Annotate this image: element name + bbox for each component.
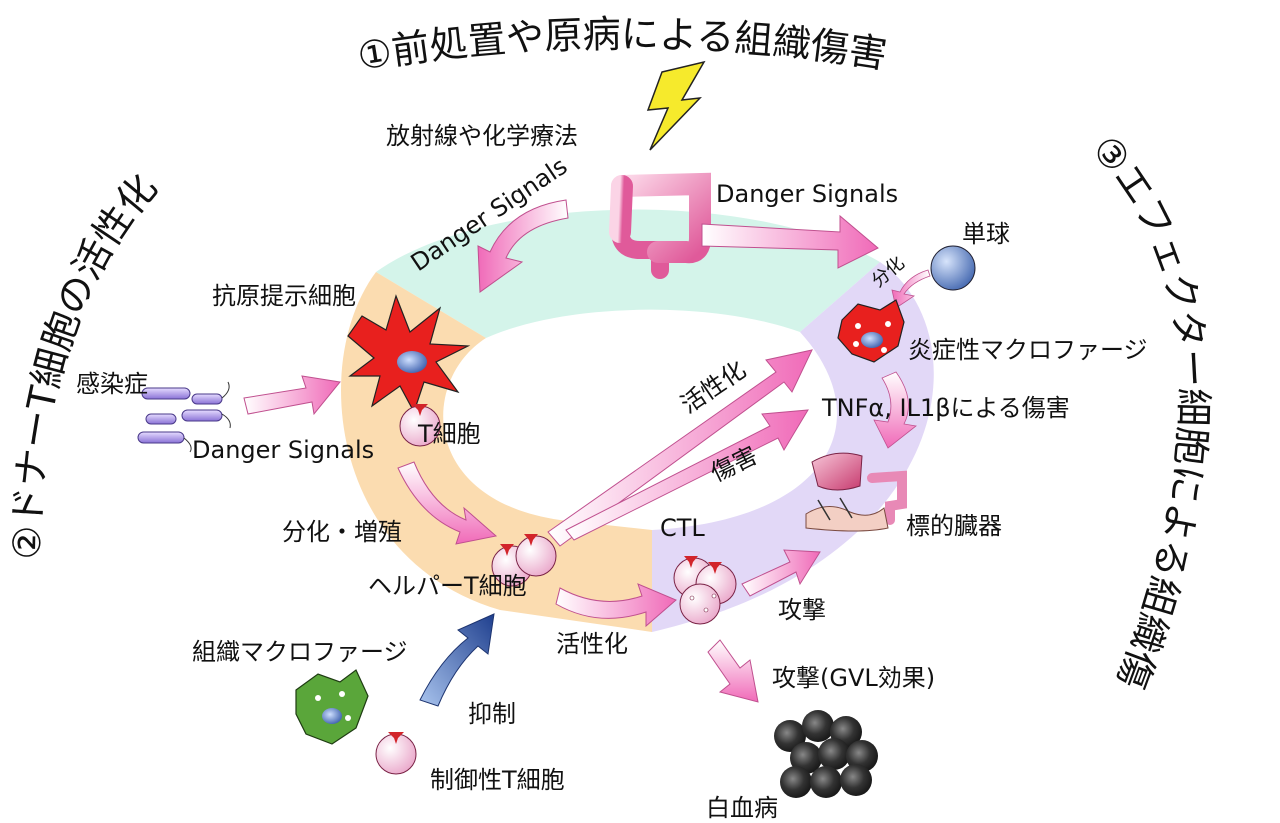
treg-label: 制御性T細胞 — [430, 766, 565, 794]
attack-gvl-label: 攻撃(GVL効果) — [772, 664, 936, 692]
danger-signals-label-right: Danger Signals — [716, 180, 899, 208]
damage-diagonal-arrow — [565, 409, 809, 541]
dendritic-cell-icon — [347, 294, 471, 414]
danger-arrow-right — [701, 214, 879, 269]
danger-signals-label-infection: Danger Signals — [192, 436, 375, 464]
regulatory-t-cell-icon — [375, 732, 417, 775]
activation-bottom-label: 活性化 — [556, 630, 628, 658]
bacteria-icon — [137, 381, 231, 453]
danger-arrow-left — [477, 199, 569, 293]
attack-arrow — [741, 549, 821, 597]
liver-colon-skin-icon — [805, 452, 907, 532]
suppression-label: 抑制 — [468, 700, 516, 728]
lightning-bolt-icon — [646, 60, 706, 151]
tissue-macrophage-icon — [295, 669, 369, 745]
inflammatory-macrophage-label: 炎症性マクロファージ — [908, 336, 1148, 364]
monocyte-icon — [930, 245, 976, 291]
colon-icon — [609, 172, 711, 279]
helper-t-label: ヘルパーT細胞 — [368, 572, 527, 600]
suppression-arrow — [419, 613, 495, 707]
diff-prolif-label: 分化・増殖 — [282, 518, 402, 546]
differentiation-arrow — [397, 461, 498, 545]
infection-label: 感染症 — [76, 370, 148, 398]
infection-arrow — [243, 375, 341, 416]
leukemia-cells-icon — [774, 710, 878, 798]
radiation-label: 放射線や化学療法 — [386, 122, 578, 150]
leukemia-label: 白血病 — [706, 794, 778, 822]
ctl-activation-arrow — [555, 583, 677, 628]
target-organ-label: 標的臓器 — [906, 512, 1002, 540]
attack-label: 攻撃 — [778, 596, 826, 624]
phase1-title: ①前処置や原病による組織傷害 — [354, 12, 889, 79]
monocyte-diff-arrow — [891, 269, 931, 309]
helper-t-cell-icon — [491, 534, 557, 587]
t-cell-icon — [399, 404, 441, 447]
t-cell-label: T細胞 — [418, 420, 481, 448]
monocyte-label: 単球 — [962, 220, 1010, 248]
cytokine-arrow — [873, 371, 917, 449]
ctl-label: CTL — [660, 514, 705, 542]
tissue-macrophage-label: 組織マクロファージ — [192, 638, 408, 666]
ctl-cell-icon — [673, 556, 737, 625]
gvl-attack-arrow — [707, 639, 759, 703]
apc-label: 抗原提示細胞 — [212, 282, 356, 310]
inflammatory-macrophage-icon — [837, 299, 905, 363]
cytokine-damage-label: TNFα, IL1βによる傷害 — [822, 394, 1070, 422]
phase2-title: ②ドナーT細胞の活性化 — [5, 166, 166, 560]
